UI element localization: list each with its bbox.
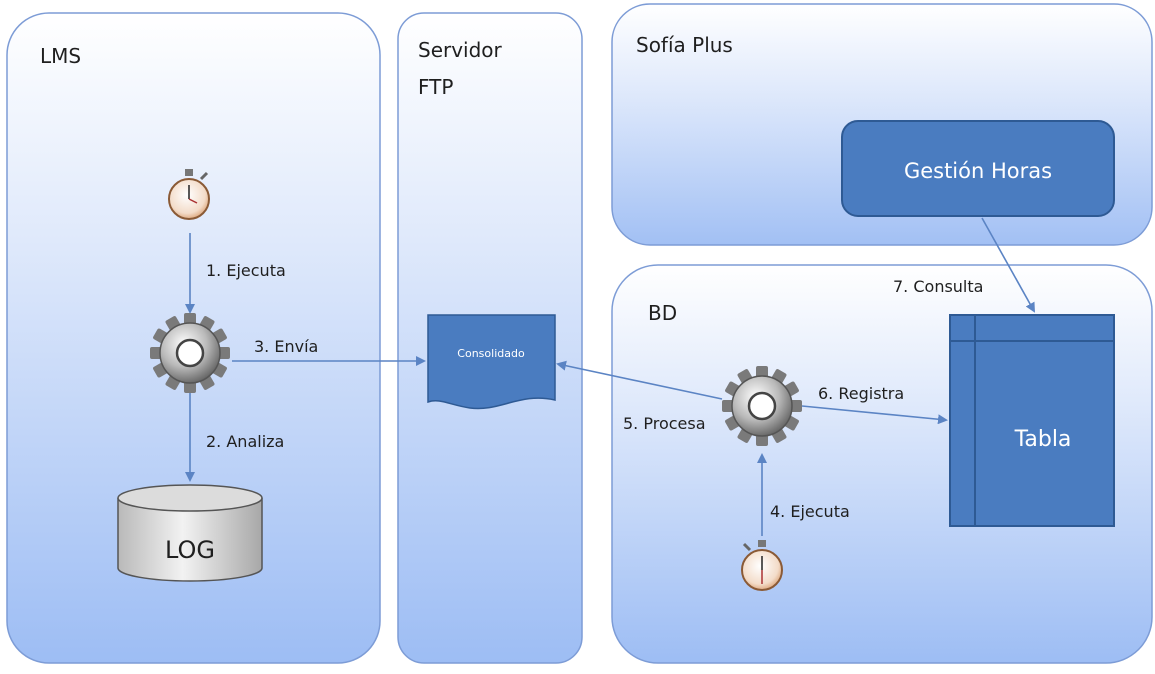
lane-sofia-plus-label: Sofía Plus [636, 33, 733, 57]
log-label: LOG [165, 536, 215, 564]
gestion-horas-node: Gestión Horas [841, 120, 1115, 217]
edge-label-3: 3. Envía [254, 337, 318, 356]
lane-ftp-label-line1: Servidor [418, 38, 503, 62]
arrow-6-registra [801, 405, 948, 425]
database-cylinder-icon: LOG [117, 484, 263, 582]
gestion-horas-label: Gestión Horas [904, 159, 1052, 183]
edge-label-1: 1. Ejecuta [206, 261, 286, 280]
lane-bd-label: BD [648, 301, 677, 325]
edge-label-4: 4. Ejecuta [770, 502, 850, 521]
consolidado-label: Consolidado [457, 347, 525, 360]
edge-label-2: 2. Analiza [206, 432, 284, 451]
edge-label-6: 6. Registra [818, 384, 904, 403]
tabla-node: Tabla [949, 314, 1115, 527]
lane-lms-label: LMS [40, 44, 81, 68]
edge-arrows [185, 217, 1035, 536]
edge-label-7: 7. Consulta [893, 277, 983, 296]
edge-label-5: 5. Procesa [623, 414, 706, 433]
arrow-5-procesa [556, 360, 723, 400]
gear-icon [722, 366, 802, 446]
stopwatch-icon [741, 540, 783, 591]
gear-icon [150, 313, 230, 393]
tabla-label: Tabla [1014, 427, 1072, 452]
document-icon: Consolidado [427, 314, 556, 410]
arrow-7-consulta [981, 217, 1035, 313]
lane-ftp-label-line2: FTP [418, 75, 453, 99]
stopwatch-icon [168, 169, 210, 220]
